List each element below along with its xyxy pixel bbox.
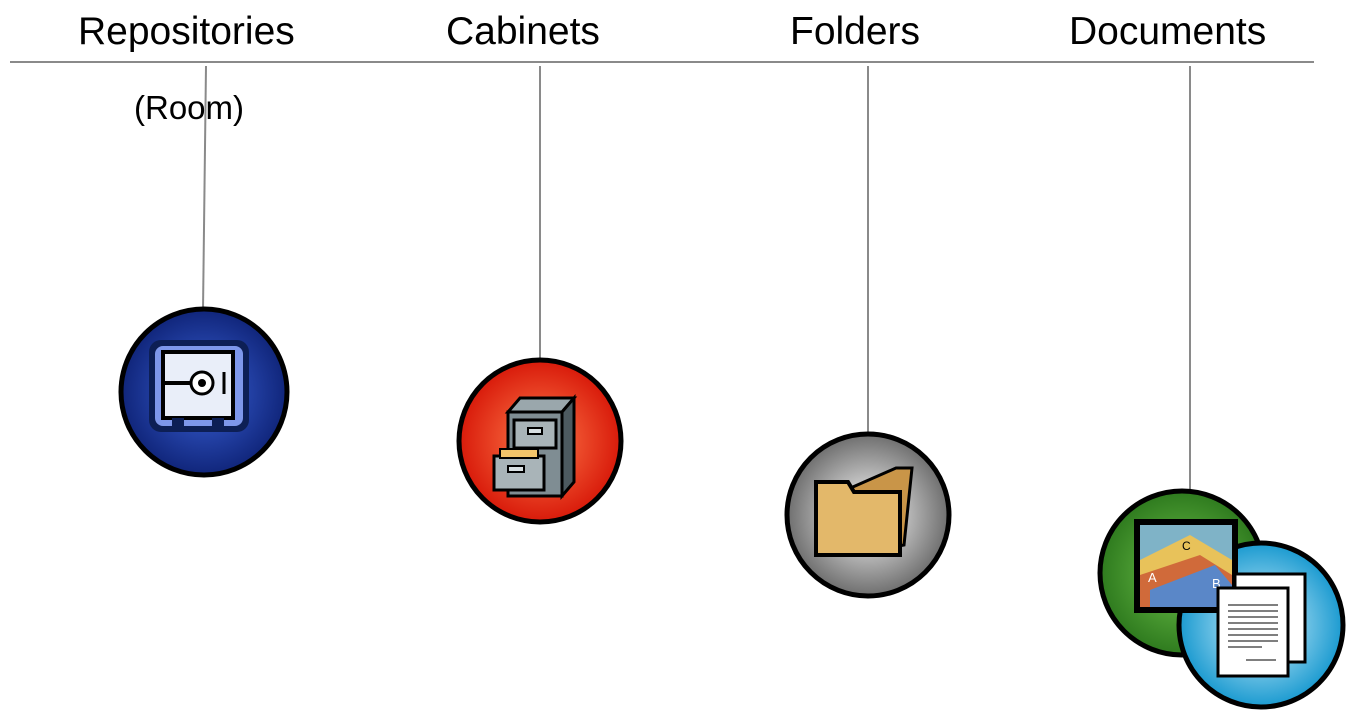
string-repositories	[202, 65, 207, 311]
header-documents: Documents	[1069, 10, 1267, 53]
folder-icon	[784, 431, 952, 599]
header-cabinets: Cabinets	[446, 10, 600, 53]
header-folders: Folders	[790, 10, 921, 53]
document-tab-b: B	[1212, 576, 1221, 591]
document-tab-a: A	[1148, 570, 1157, 585]
documents-icon: C A B	[1097, 488, 1346, 710]
header-repositories: Repositories	[78, 10, 295, 53]
repositories-note: (Room)	[134, 89, 245, 126]
safe-icon	[118, 306, 290, 478]
document-tab-c: C	[1182, 539, 1191, 553]
filing-cabinet-icon	[456, 357, 624, 525]
